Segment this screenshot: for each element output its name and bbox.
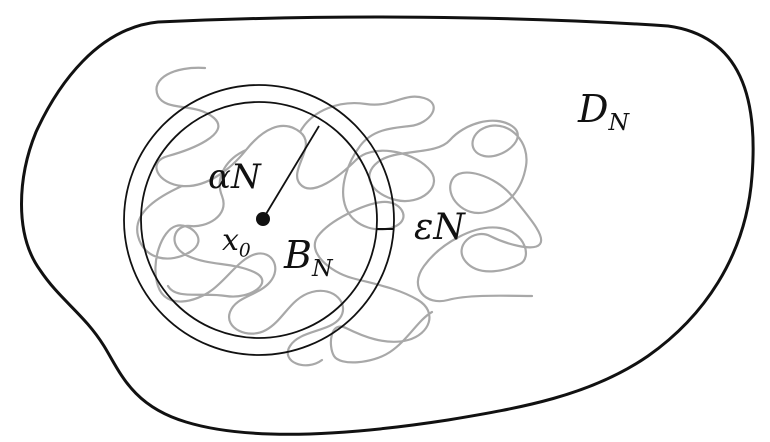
- radius-label: αN: [208, 160, 261, 194]
- domain-label-main: D: [578, 87, 609, 131]
- center-point: [256, 212, 270, 226]
- center-label-main: x: [222, 223, 239, 258]
- ball-label-sub: N: [311, 254, 333, 283]
- center-label: x0: [222, 226, 251, 261]
- ball-circle: [140, 101, 378, 339]
- domain-label-sub: N: [608, 108, 630, 137]
- annulus-width-label: εN: [414, 210, 465, 246]
- random-walk-path: [136, 66, 543, 367]
- domain-label: DN: [578, 90, 629, 135]
- radius-line: [262, 125, 320, 220]
- center-label-sub: 0: [238, 240, 251, 262]
- domain-boundary: [20, 15, 755, 436]
- ball-label: BN: [284, 236, 333, 281]
- radius-label-main: αN: [208, 157, 261, 197]
- outer-circle: [123, 84, 395, 356]
- ball-label-main: B: [284, 233, 312, 277]
- annulus-width-label-main: εN: [414, 207, 465, 248]
